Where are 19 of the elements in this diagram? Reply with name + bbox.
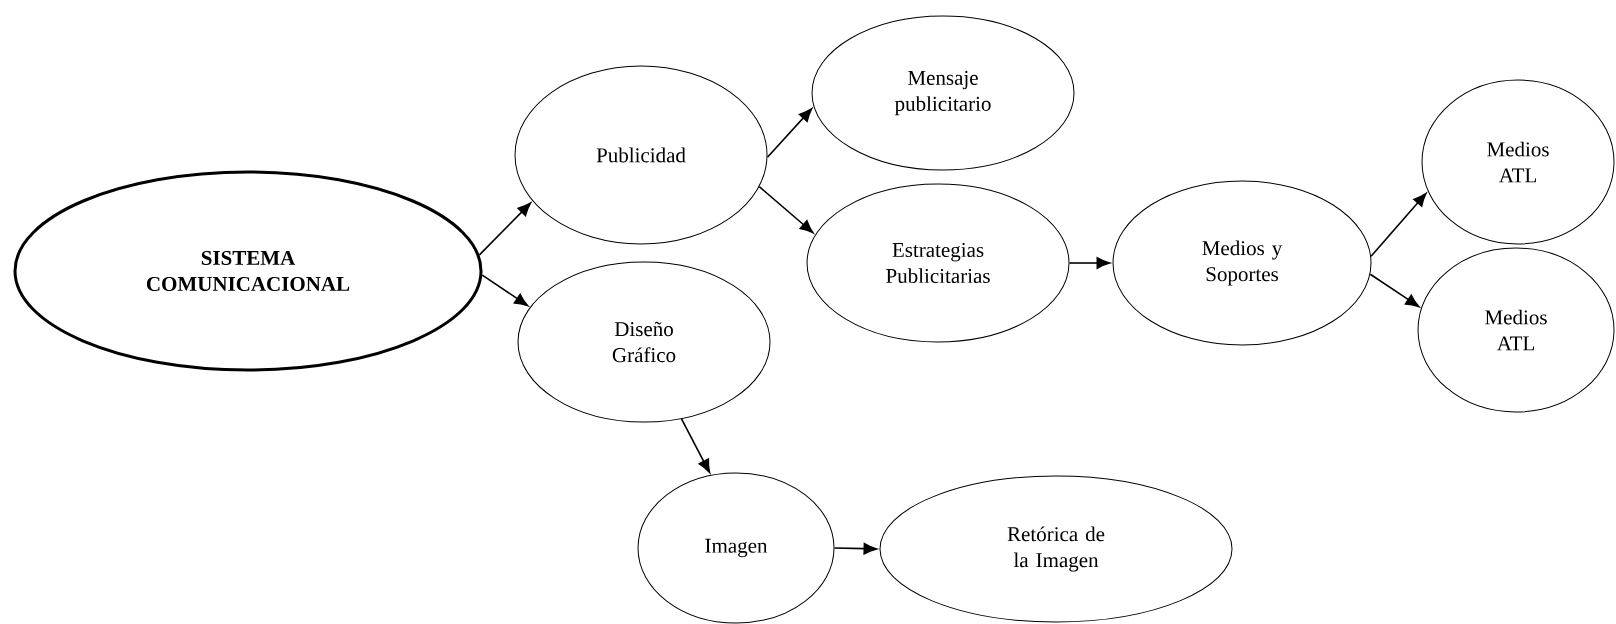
ellipse-node: Diseño Gráfico — [517, 261, 771, 423]
ellipse-node: Medios y Soportes — [1112, 180, 1372, 346]
arrow — [758, 185, 814, 234]
ellipse-node: Imagen — [637, 472, 835, 624]
ellipse-node: Medios ATL — [1417, 247, 1615, 413]
arrow — [1068, 257, 1111, 269]
arrow — [478, 202, 532, 256]
ellipse-node: Medios ATL — [1421, 79, 1615, 245]
arrow — [680, 418, 711, 474]
arrow — [1370, 192, 1427, 258]
ellipse-node: Estrategias Publicitarias — [806, 183, 1070, 343]
arrow — [1369, 273, 1420, 308]
ellipse-node: SISTEMA COMUNICACIONAL — [13, 170, 483, 372]
arrow — [481, 274, 529, 307]
ellipse-node: Retórica de la Imagen — [879, 475, 1233, 623]
ellipse-node: Publicidad — [514, 65, 768, 245]
arrow — [766, 108, 813, 158]
ellipse-node: Mensaje publicitario — [811, 15, 1075, 171]
arrow — [833, 542, 878, 555]
